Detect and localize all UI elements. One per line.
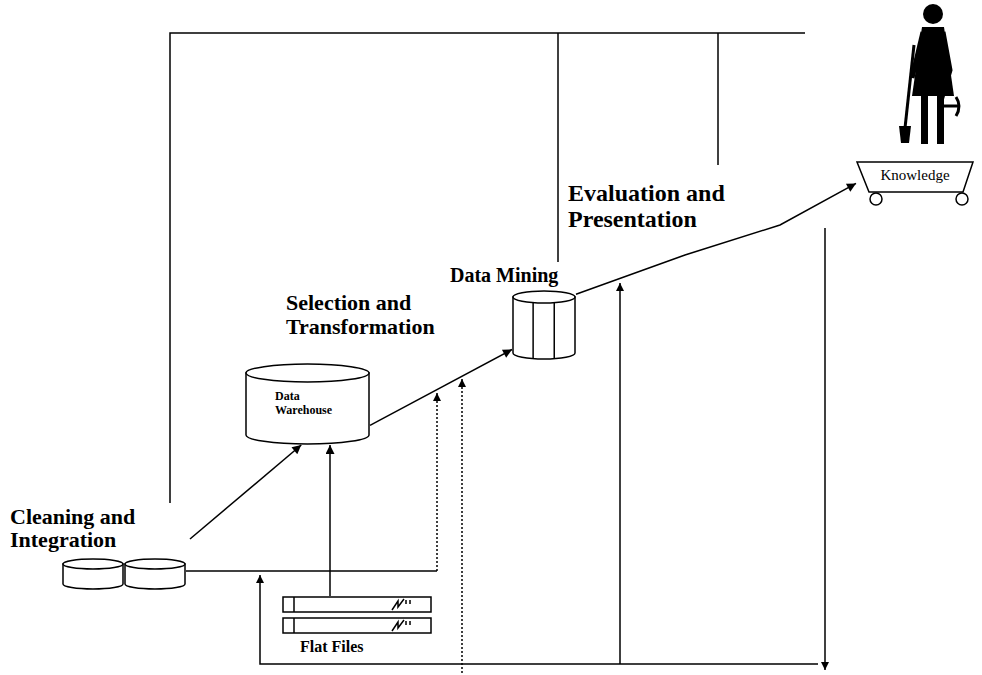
bypass-line bbox=[186, 570, 437, 572]
cylinder-body bbox=[513, 297, 575, 359]
figure-head bbox=[923, 4, 943, 24]
flow-arrow bbox=[329, 445, 331, 596]
flow-arrow bbox=[190, 445, 301, 539]
step-label: Selection and Transformation bbox=[286, 291, 486, 339]
shovel-blade bbox=[899, 126, 911, 143]
figure-arm bbox=[940, 32, 950, 104]
file-strip bbox=[283, 597, 431, 612]
cylinder-body-top bbox=[513, 291, 575, 303]
feedback-line bbox=[619, 283, 621, 664]
feedback-line bbox=[170, 33, 805, 503]
node-label: Data Warehouse bbox=[275, 390, 355, 418]
shovel-handle bbox=[905, 45, 914, 128]
outline-group bbox=[63, 559, 185, 589]
bypass-line bbox=[436, 393, 438, 571]
node-label: Data Mining bbox=[450, 264, 608, 286]
data-mining-cylinder-outline bbox=[512, 290, 576, 360]
cart-wheel bbox=[956, 193, 968, 205]
file-tick bbox=[406, 621, 410, 625]
knowledge-cart: Knowledge bbox=[856, 160, 974, 196]
outline-group bbox=[246, 364, 369, 444]
figure-leg bbox=[921, 94, 928, 144]
cart-wheel bbox=[870, 193, 882, 205]
file-zigzag bbox=[392, 620, 404, 631]
file-strip-mark bbox=[293, 618, 295, 633]
database-pair: Cleaning and Integration bbox=[8, 505, 190, 590]
feedback-line bbox=[824, 228, 826, 670]
file-strip-mark bbox=[293, 597, 295, 612]
cylinder-divider bbox=[553, 303, 555, 359]
disc-body-top bbox=[125, 559, 185, 569]
pickaxe-head bbox=[956, 97, 959, 116]
database-pair-outline bbox=[62, 558, 186, 590]
pickaxe-handle bbox=[940, 105, 958, 108]
feedback-line bbox=[260, 575, 818, 664]
edge-label-holder: Evaluation and Presentation bbox=[568, 180, 783, 233]
file-zigzag bbox=[392, 599, 404, 610]
node-label: Cleaning and Integration bbox=[10, 505, 175, 551]
flat-files-outline bbox=[282, 596, 432, 636]
step-label: Evaluation and Presentation bbox=[568, 180, 783, 233]
file-strip bbox=[283, 618, 431, 633]
file-tick bbox=[406, 600, 410, 604]
data-warehouse-cylinder: Data Warehouse bbox=[245, 363, 370, 445]
flat-files: Flat Files bbox=[282, 596, 432, 656]
node-label: Knowledge bbox=[856, 167, 974, 184]
outline-group bbox=[513, 291, 575, 359]
feedback-line bbox=[717, 33, 719, 165]
cart-body bbox=[857, 162, 973, 192]
outline-group bbox=[857, 162, 973, 205]
data-mining-cylinder: Data Mining bbox=[450, 264, 610, 360]
outline-group bbox=[283, 597, 431, 633]
bypass-line bbox=[461, 379, 463, 673]
edge-label-holder: Selection and Transformation bbox=[286, 291, 486, 339]
node-label: Flat Files bbox=[300, 638, 430, 656]
feedback-line bbox=[557, 33, 559, 262]
flow-arrow bbox=[370, 350, 512, 426]
cylinder-body-top bbox=[246, 364, 369, 382]
disc-body-top bbox=[63, 559, 123, 569]
cylinder-divider bbox=[532, 303, 534, 359]
cylinder-body bbox=[246, 373, 369, 444]
miner-figure bbox=[899, 4, 959, 144]
